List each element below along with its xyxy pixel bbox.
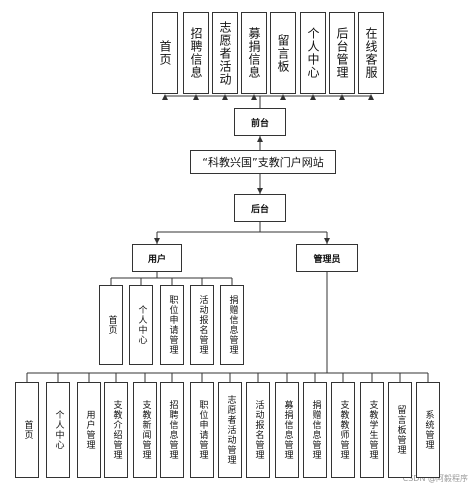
arrow-head: [193, 94, 199, 100]
arrow-head: [368, 94, 374, 100]
front-item-7: 后台管理: [329, 12, 355, 94]
admin-item-15: 系统管理: [416, 382, 440, 478]
admin-node: 管理员: [296, 244, 358, 272]
admin-item-13: 支教学生管理: [360, 382, 384, 478]
admin-item-10: 募捐信息管理: [275, 382, 299, 478]
front-item-4: 募捐信息: [241, 12, 267, 94]
admin-item-1: 首页: [15, 382, 39, 478]
admin-item-5: 支教新闻管理: [133, 382, 157, 478]
site-title-node: “科教兴国”支教门户网站: [190, 150, 336, 174]
user-node: 用户: [132, 244, 182, 272]
arrow-head: [324, 238, 330, 244]
user-item-4: 活动报名管理: [190, 285, 214, 365]
back-node: 后台: [234, 194, 286, 222]
front-item-3: 志愿者活动: [212, 12, 238, 94]
user-item-1: 首页: [99, 285, 123, 365]
admin-item-3: 用户管理: [77, 382, 101, 478]
arrow-head: [280, 94, 286, 100]
front-item-2: 招聘信息: [183, 12, 209, 94]
arrow-head: [257, 136, 263, 142]
front-item-1: 首页: [152, 12, 178, 94]
arrow-head: [162, 94, 168, 100]
user-item-3: 职位申请管理: [160, 285, 184, 365]
admin-item-8: 志愿者活动管理: [218, 382, 242, 478]
admin-item-14: 留言板管理: [388, 382, 412, 478]
user-item-5: 捐赠信息管理: [220, 285, 244, 365]
front-item-8: 在线客服: [358, 12, 384, 94]
arrow-head: [310, 94, 316, 100]
admin-item-6: 招聘信息管理: [160, 382, 184, 478]
front-item-6: 个人中心: [300, 12, 326, 94]
admin-item-7: 职位申请管理: [190, 382, 214, 478]
arrow-head: [222, 94, 228, 100]
arrow-head: [339, 94, 345, 100]
admin-item-12: 支教教师管理: [331, 382, 355, 478]
admin-item-2: 个人中心: [46, 382, 70, 478]
arrow-head: [251, 94, 257, 100]
admin-item-11: 捐赠信息管理: [303, 382, 327, 478]
arrow-head: [257, 188, 263, 194]
front-item-5: 留言板: [270, 12, 296, 94]
user-item-2: 个人中心: [129, 285, 153, 365]
arrow-head: [154, 238, 160, 244]
watermark: CSDN @阿毅程序: [402, 474, 468, 483]
admin-item-4: 支教介绍管理: [104, 382, 128, 478]
admin-item-9: 活动报名管理: [246, 382, 270, 478]
front-node: 前台: [234, 108, 286, 136]
